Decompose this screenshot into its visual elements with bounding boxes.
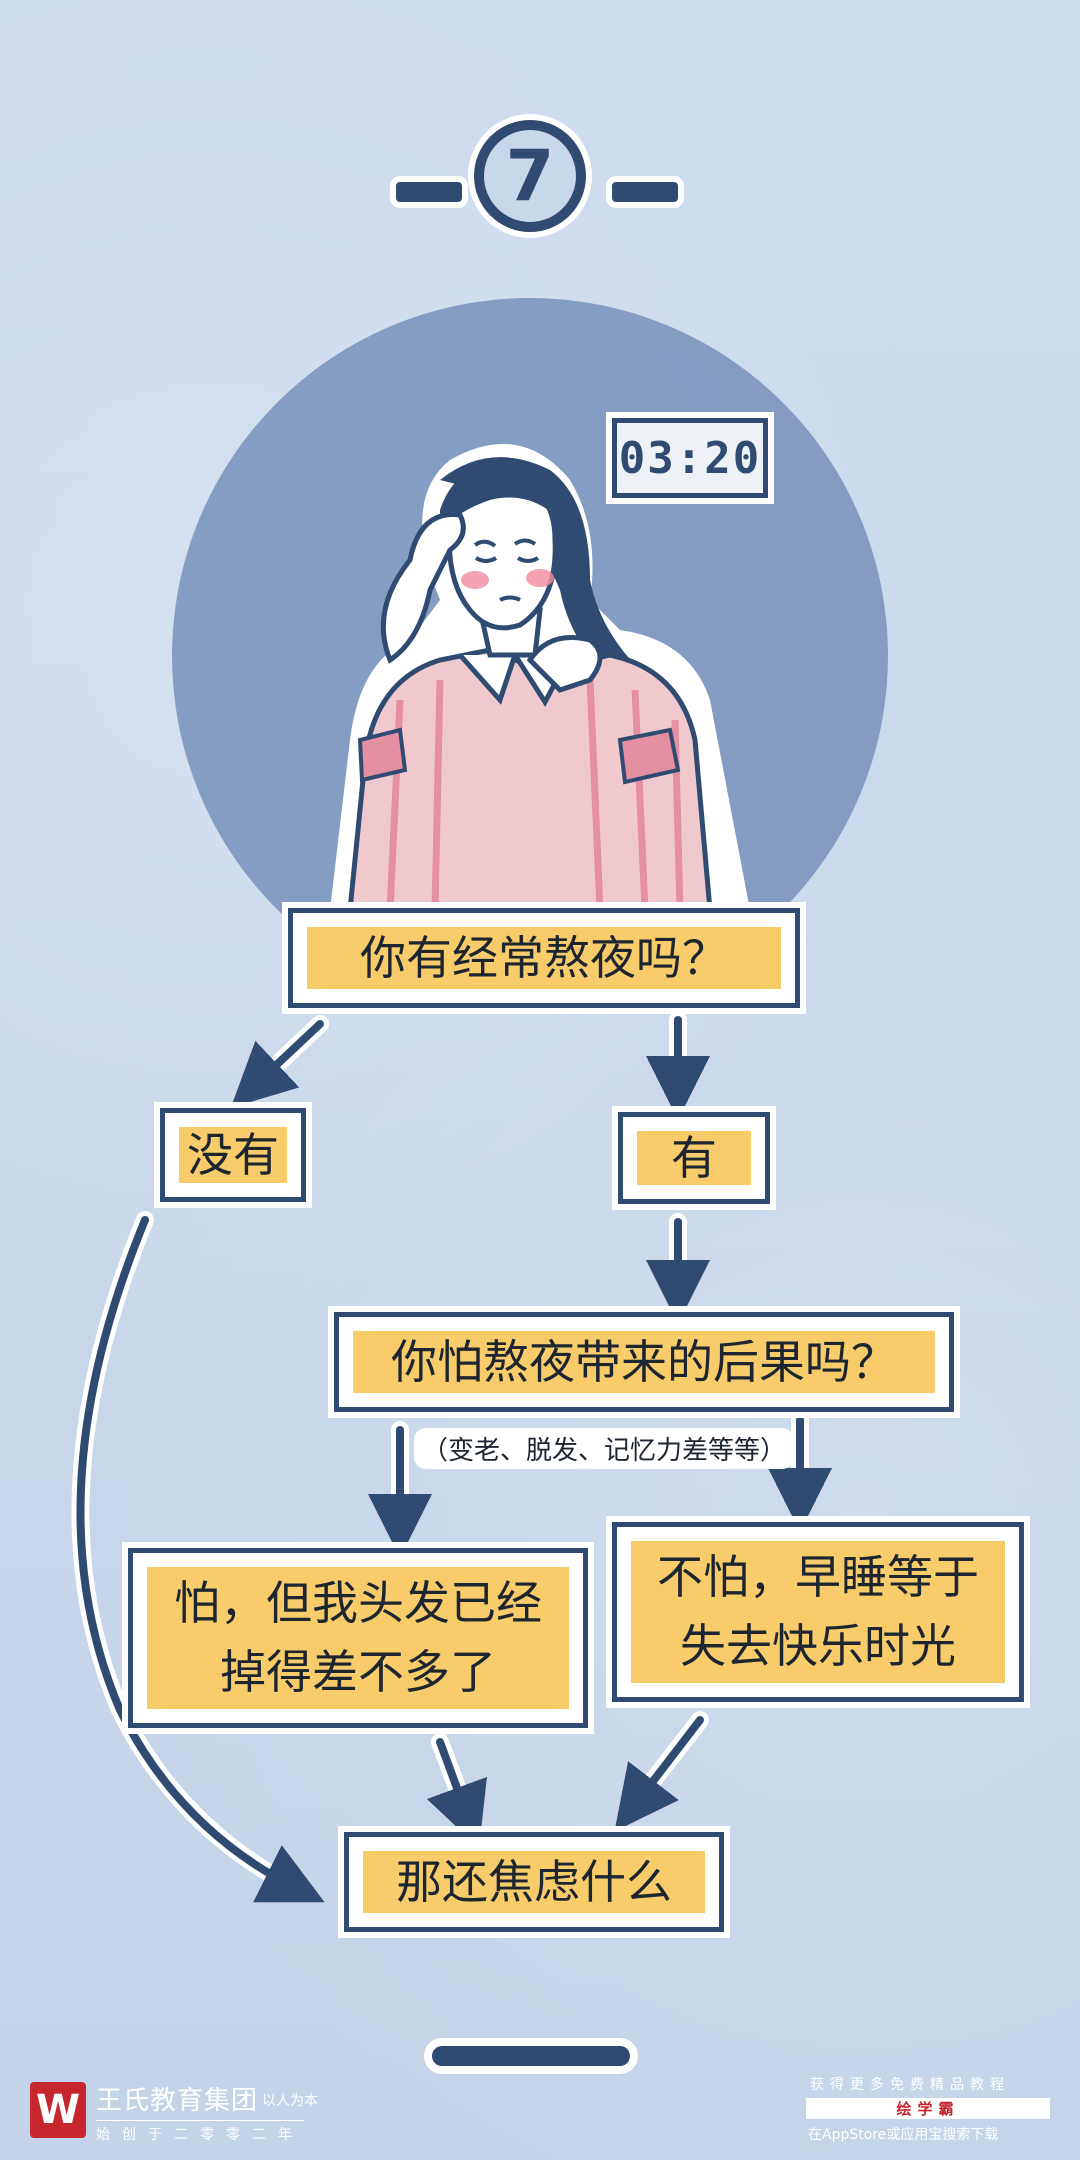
brand-slogan: 以人为本 <box>262 2093 318 2109</box>
answer-no: 没有 <box>160 1108 306 1202</box>
brand-founded: 始创于二零零二年 <box>96 2120 304 2144</box>
brand-name: 王氏教育集团 <box>96 2086 259 2116</box>
consequences-note: （变老、脱发、记忆力差等等） <box>414 1428 795 1469</box>
answer-afraid: 怕，但我头发已经掉得差不多了 <box>128 1548 588 1728</box>
conclusion: 那还焦虑什么 <box>344 1832 724 1932</box>
not-afraid-line1: 不怕，早睡等于 <box>657 1550 979 1604</box>
tired-woman-illustration <box>330 444 750 910</box>
step-dash-left <box>390 176 468 208</box>
not-afraid-line2: 失去快乐时光 <box>680 1619 956 1673</box>
home-indicator[interactable] <box>432 2046 630 2066</box>
promo-app-name: 绘学霸 <box>806 2098 1050 2119</box>
answer-not-afraid: 不怕，早睡等于失去快乐时光 <box>612 1522 1024 1702</box>
question-stays-up-late: 你有经常熬夜吗？ <box>288 908 800 1008</box>
brand-logo-icon: W <box>30 2082 86 2138</box>
afraid-line2: 掉得差不多了 <box>220 1645 496 1699</box>
step-indicator: 7 <box>0 120 1080 240</box>
step-number: 7 <box>474 120 586 232</box>
step-dash-right <box>606 176 684 208</box>
question-afraid-of-consequences: 你怕熬夜带来的后果吗？ <box>334 1312 954 1412</box>
answer-yes: 有 <box>618 1112 770 1204</box>
clock-display: 03:20 <box>606 412 774 504</box>
afraid-line1: 怕，但我头发已经 <box>174 1576 542 1630</box>
promo-text: 获得更多免费精品教程 <box>810 2077 1010 2093</box>
promo-download: 在AppStore或应用宝搜索下载 <box>808 2127 999 2143</box>
